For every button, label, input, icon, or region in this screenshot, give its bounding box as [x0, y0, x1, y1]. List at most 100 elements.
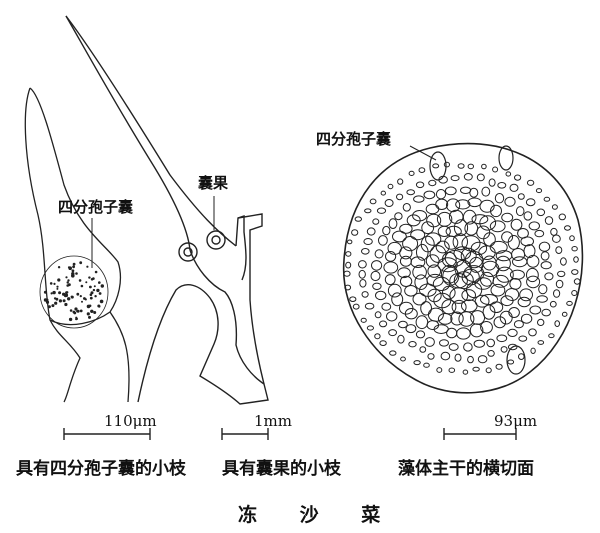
medullary-cell	[519, 288, 533, 302]
medullary-cell	[463, 173, 473, 181]
medullary-cell	[552, 234, 561, 243]
medullary-cell	[387, 183, 394, 190]
medullary-cell	[571, 246, 578, 252]
sporangium-dot	[88, 304, 92, 308]
medullary-cell	[505, 171, 512, 177]
medullary-cell	[507, 343, 518, 351]
cross-section-drawing	[342, 142, 584, 394]
sporangium-dot	[68, 317, 73, 322]
figure-title: 冻 沙 菜	[238, 504, 399, 526]
sporangium-dot	[53, 282, 56, 285]
sporangium-dot	[62, 292, 66, 296]
medullary-cell	[361, 291, 369, 298]
medullary-cell	[489, 240, 508, 254]
sporangium-dot	[86, 312, 90, 316]
medullary-cell	[536, 295, 548, 303]
medullary-cell	[534, 229, 545, 238]
scale-bar-3	[443, 428, 517, 440]
medullary-cell	[437, 313, 453, 325]
medullary-cell	[481, 186, 491, 197]
medullary-cell	[435, 189, 447, 200]
medullary-cell	[394, 212, 403, 221]
sporangium-dot	[43, 298, 48, 302]
sporangium-dot	[64, 302, 68, 307]
medullary-cell	[360, 317, 367, 323]
sporangium-dot	[86, 265, 89, 268]
sporangium-dot	[66, 281, 69, 284]
sporangium-dot	[75, 317, 79, 321]
medullary-cell	[436, 367, 443, 373]
medullary-cell	[419, 346, 427, 353]
medullary-cell	[383, 261, 399, 274]
medullary-cell	[427, 353, 435, 360]
medullary-cell	[424, 337, 435, 347]
sporangium-dot	[93, 285, 96, 288]
sporangium-dot	[89, 285, 92, 289]
medullary-cell	[442, 285, 456, 300]
sporangium-dot	[78, 279, 82, 282]
medullary-cell	[369, 198, 377, 205]
medullary-cell	[371, 260, 383, 271]
medullary-cell	[499, 310, 513, 325]
sporangium-dot	[97, 289, 100, 292]
sporangium-dot	[79, 295, 82, 298]
medullary-cell	[364, 208, 372, 214]
sporangium-dot	[84, 298, 87, 301]
medullary-cell	[427, 288, 442, 303]
medullary-cell	[450, 311, 464, 326]
medullary-cell	[386, 311, 398, 322]
sporangium-dot	[79, 309, 83, 313]
medullary-cell	[388, 218, 398, 230]
medullary-cell	[366, 227, 376, 236]
medullary-cell	[374, 311, 382, 319]
medullary-cell	[374, 333, 381, 340]
sporangium-dot	[71, 272, 75, 276]
medullary-cell	[461, 289, 477, 302]
medullary-cell	[412, 264, 427, 280]
medullary-cell	[449, 287, 469, 304]
medullary-cell	[495, 266, 514, 283]
sporangium-dot	[80, 284, 84, 288]
medullary-cell	[560, 257, 567, 266]
sporangium-dot	[65, 291, 68, 294]
medullary-cell	[510, 218, 523, 231]
medullary-cell	[446, 327, 458, 339]
medullary-cell	[349, 296, 357, 303]
medullary-cell	[549, 300, 557, 308]
medullary-cell	[493, 316, 507, 329]
tetrasporangia-dots	[43, 261, 105, 322]
sporangium-dot	[98, 292, 102, 295]
medullary-cell	[399, 255, 412, 267]
annotation-tetrasporangium-2: 四分孢子囊	[316, 130, 392, 148]
medullary-cell	[423, 190, 436, 200]
medullary-cell	[540, 251, 550, 261]
medullary-cell	[380, 190, 386, 196]
medullary-cell	[408, 170, 415, 176]
medullary-cell	[397, 334, 405, 344]
medullary-cell	[388, 329, 398, 337]
medullary-cell	[415, 181, 425, 189]
sporangium-dot	[98, 281, 101, 284]
sporangium-dot	[90, 291, 94, 295]
medullary-cell	[469, 323, 484, 338]
annotation-cystocarp: 囊果	[198, 174, 229, 192]
medullary-cell	[460, 247, 477, 264]
medullary-cell	[507, 328, 518, 337]
medullary-cell	[515, 206, 525, 217]
medullary-cell	[404, 285, 418, 297]
medullary-cell	[537, 340, 545, 345]
sporangium-dot	[76, 310, 79, 313]
medullary-cell	[358, 269, 366, 279]
medullary-cell	[500, 295, 514, 307]
medullary-cell	[464, 251, 484, 269]
medullary-cell	[448, 343, 459, 351]
medullary-cell	[389, 350, 397, 356]
medullary-cell	[412, 292, 427, 306]
medullary-cell	[379, 320, 388, 328]
caption-panel-2: 具有囊果的小枝	[222, 459, 341, 479]
medullary-cell	[486, 338, 496, 348]
sporangium-dot	[72, 262, 76, 266]
medullary-cell	[345, 261, 352, 269]
medullary-cell	[557, 270, 566, 278]
